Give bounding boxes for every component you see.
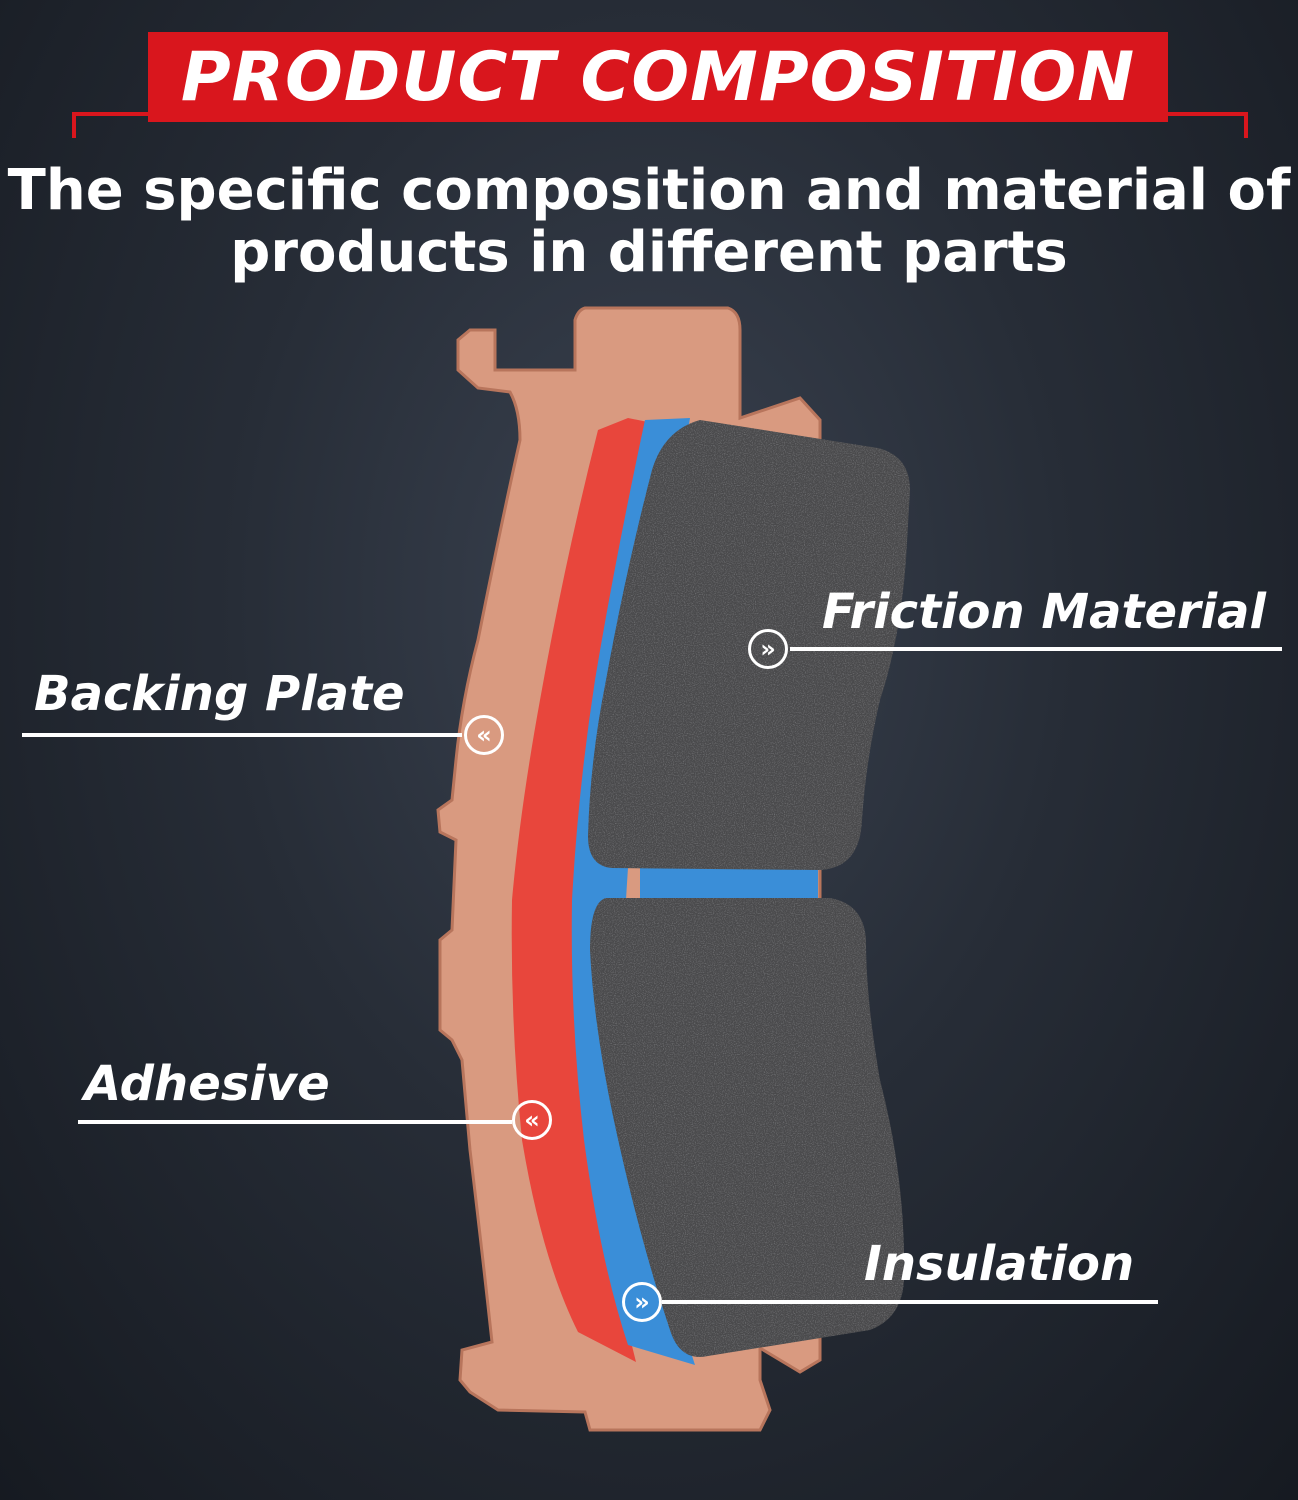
subtitle-line-1: The specific composition and material of [7, 158, 1291, 223]
subtitle-line-2: products in different parts [230, 220, 1068, 285]
subtitle: The specific composition and material of… [0, 160, 1298, 284]
backing-plate-leader-line [22, 733, 462, 737]
double-chevron-left-icon: « [512, 1100, 552, 1140]
insulation-leader-line [662, 1300, 1158, 1304]
adhesive-leader-line [78, 1120, 512, 1124]
page-title: PRODUCT COMPOSITION [180, 37, 1136, 117]
friction-material-label: Friction Material [822, 584, 1266, 640]
friction-material-leader-line [790, 647, 1282, 651]
title-banner: PRODUCT COMPOSITION [148, 32, 1168, 122]
backing-plate-label: Backing Plate [34, 666, 405, 722]
double-chevron-right-icon: » [748, 629, 788, 669]
double-chevron-right-icon: » [622, 1282, 662, 1322]
insulation-label: Insulation [864, 1236, 1135, 1292]
double-chevron-left-icon: « [464, 715, 504, 755]
adhesive-label: Adhesive [84, 1056, 330, 1112]
